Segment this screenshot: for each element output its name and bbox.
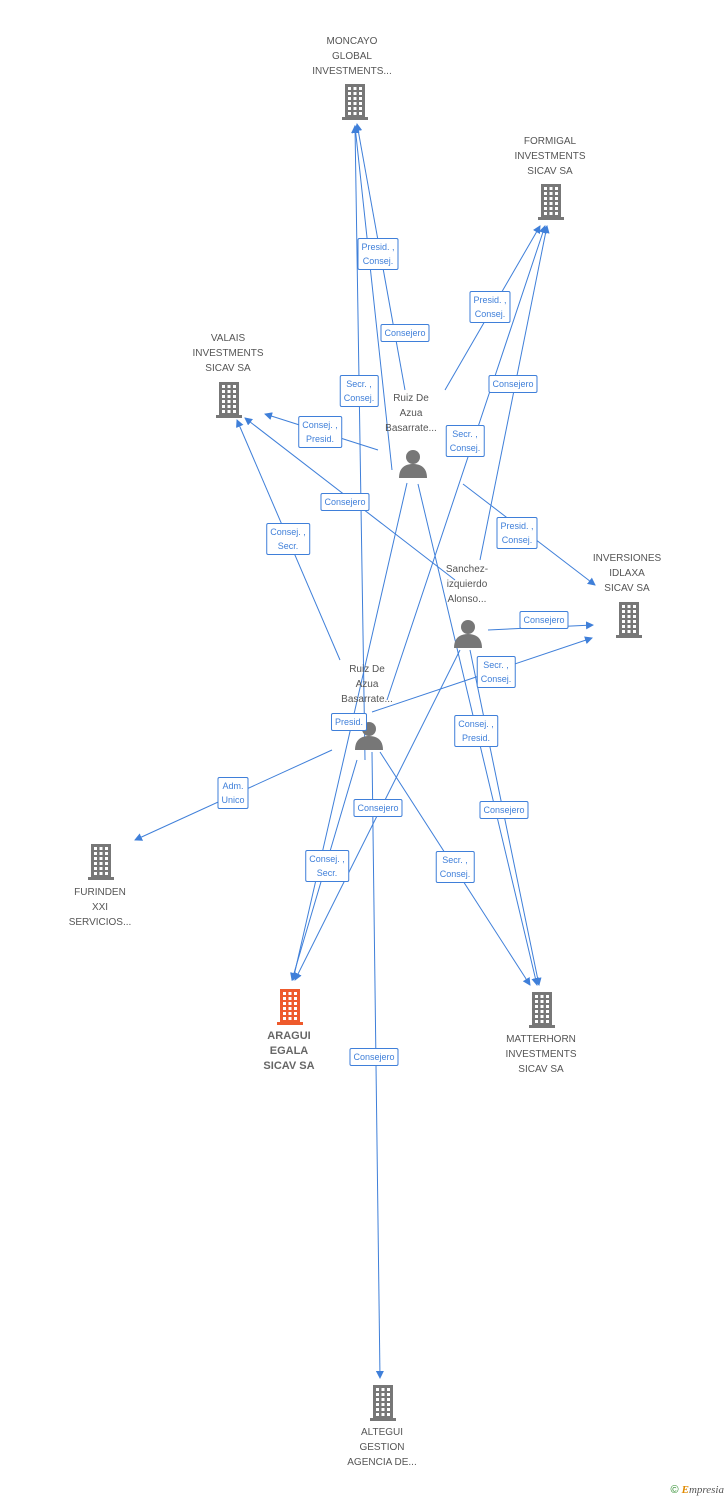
building-icon[interactable] [85, 844, 117, 885]
edge-role-label: Presid. [330, 713, 368, 731]
company-label-moncayo[interactable]: MONCAYO GLOBAL INVESTMENTS... [312, 36, 392, 77]
edge-line [290, 482, 408, 981]
edge-role-label: Consej. , Presid. [454, 715, 498, 747]
person-label-p2[interactable]: Sanchez- izquierdo Alonso... [445, 564, 489, 605]
edge-role-label: Presid. , Consej. [496, 517, 538, 549]
edge-role-label: Secr. , Consej. [445, 425, 485, 457]
footer-brand[interactable]: © Empresia [670, 1484, 724, 1496]
edge-role-label: Consejero [353, 799, 403, 817]
edge-role-label: Consej. , Secr. [266, 523, 310, 555]
edge-line [479, 225, 550, 561]
edge-line [386, 225, 547, 701]
edge-role-label: Adm. Unico [217, 777, 249, 809]
edge-role-label: Secr. , Consej. [435, 851, 475, 883]
company-label-furinden[interactable]: FURINDEN XXI SERVICIOS... [68, 887, 132, 928]
edge-line [351, 125, 366, 761]
empresia-logo: Empresia [681, 1484, 724, 1496]
edge-role-label: Consejero [488, 375, 538, 393]
building-icon[interactable] [526, 992, 558, 1033]
person-label-p1[interactable]: Ruiz De Azua Basarrate... [385, 393, 437, 434]
edge-role-label: Consejero [479, 801, 529, 819]
company-label-altegui[interactable]: ALTEGUI GESTION AGENCIA DE... [347, 1427, 417, 1468]
edge-role-label: Presid. , Consej. [469, 291, 511, 323]
edge-role-label: Consej. , Secr. [305, 850, 349, 882]
person-label-p3[interactable]: Ruiz De Azua Basarrate... [341, 664, 393, 705]
building-icon[interactable] [535, 184, 567, 225]
building-icon[interactable] [213, 382, 245, 423]
edge-role-label: Presid. , Consej. [357, 238, 399, 270]
edge-role-label: Consejero [349, 1048, 399, 1066]
edge-role-label: Secr. , Consej. [339, 375, 379, 407]
copyright-symbol: © [670, 1484, 679, 1496]
building-icon[interactable] [367, 1385, 399, 1426]
edge-role-label: Consej. , Presid. [298, 416, 342, 448]
company-label-aragui[interactable]: ARAGUI EGALA SICAV SA [263, 1030, 315, 1072]
building-icon[interactable] [613, 602, 645, 643]
company-label-idlaxa[interactable]: INVERSIONES IDLAXA SICAV SA [592, 553, 662, 594]
person-icon[interactable] [398, 448, 428, 483]
edge-role-label: Consejero [320, 493, 370, 511]
edge-line [351, 125, 393, 471]
company-label-matterhorn[interactable]: MATTERHORN INVESTMENTS SICAV SA [505, 1034, 577, 1075]
building-icon[interactable] [274, 989, 306, 1030]
company-label-formigal[interactable]: FORMIGAL INVESTMENTS SICAV SA [514, 136, 586, 177]
edge-role-label: Consejero [519, 611, 569, 629]
edge-role-label: Secr. , Consej. [476, 656, 516, 688]
building-icon[interactable] [339, 84, 371, 125]
edge-role-label: Consejero [380, 324, 430, 342]
person-icon[interactable] [453, 618, 483, 653]
company-label-valais[interactable]: VALAIS INVESTMENTS SICAV SA [192, 333, 264, 374]
